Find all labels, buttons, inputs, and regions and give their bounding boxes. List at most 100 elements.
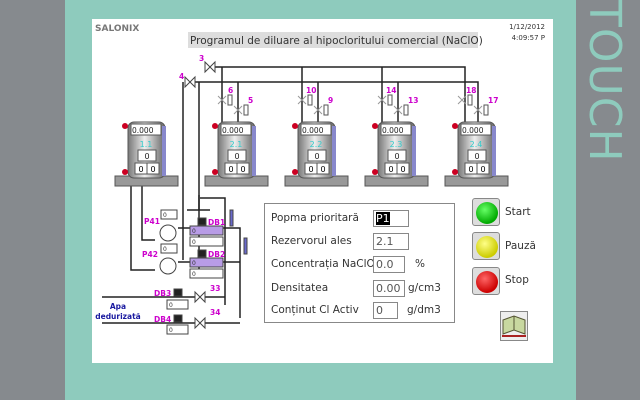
tank-value: 0 bbox=[394, 152, 399, 161]
density-input[interactable]: 0.00 bbox=[373, 280, 405, 297]
water-label: dedurizată bbox=[95, 312, 141, 321]
pump-p41-value-box bbox=[160, 209, 178, 220]
tank-value-a: 0 bbox=[388, 165, 393, 174]
tank-id: 1.1 bbox=[140, 140, 153, 149]
selected-tank-input[interactable]: 2.1 bbox=[373, 233, 409, 250]
start-label: Start bbox=[505, 206, 531, 218]
tank-level: 0.000 bbox=[462, 126, 484, 135]
tank-level: 0.000 bbox=[222, 126, 244, 135]
pump-p42-value: 0 bbox=[163, 246, 167, 253]
tank-top-sensor-icon bbox=[452, 123, 458, 129]
tank-level-bar bbox=[162, 126, 166, 176]
tank-id: 2.3 bbox=[390, 140, 403, 149]
tank-value-a: 0 bbox=[138, 165, 143, 174]
meter-db4-label: DB4 bbox=[154, 315, 171, 324]
concentration-input[interactable]: 0.0 bbox=[373, 256, 405, 273]
tank-3[interactable]: 0.000 2.3 0 0 0 bbox=[364, 121, 429, 187]
pump-p42-label: P42 bbox=[142, 250, 158, 259]
valve-10-label: 10 bbox=[306, 86, 316, 95]
tank-inlet-valves[interactable] bbox=[457, 94, 489, 116]
tank-bottom-sensor-icon bbox=[372, 169, 378, 175]
tank-value: 0 bbox=[474, 152, 479, 161]
pump-p42-value-box bbox=[160, 243, 178, 254]
tank-bottom-sensor-icon bbox=[212, 169, 218, 175]
meter-db2-box2 bbox=[189, 268, 224, 279]
concentration-label: Concentrația NaClO bbox=[271, 258, 375, 270]
tank-0[interactable]: 0.000 1.1 0 0 0 bbox=[114, 121, 179, 187]
tank-id: 2.2 bbox=[310, 140, 323, 149]
valve-13-label: 13 bbox=[408, 96, 418, 105]
tank-level: 0.000 bbox=[132, 126, 154, 135]
tank-inlet-valves[interactable] bbox=[377, 94, 409, 116]
water-label: Apa bbox=[110, 302, 126, 311]
db4-value: 0 bbox=[169, 327, 173, 334]
db3-value: 0 bbox=[169, 302, 173, 309]
concentration-unit: % bbox=[415, 258, 425, 270]
db1-value-1: 0 bbox=[192, 228, 196, 235]
level-indicator bbox=[229, 209, 234, 227]
pump-p41-label: P41 bbox=[144, 217, 160, 226]
pause-label: Pauză bbox=[505, 240, 536, 252]
active-cl-input[interactable]: 0 bbox=[373, 302, 398, 319]
tank-level: 0.000 bbox=[382, 126, 404, 135]
tank-id: 2.4 bbox=[470, 140, 483, 149]
title-bar bbox=[188, 32, 478, 48]
tank-4[interactable]: 0.000 2.4 0 0 0 bbox=[444, 121, 509, 187]
meter-db1-label: DB1 bbox=[208, 218, 225, 227]
yellow-light-icon bbox=[476, 236, 498, 258]
priority-pump-input[interactable]: P1 bbox=[376, 212, 390, 225]
bezel-brand-text: TOUCH bbox=[579, 0, 630, 163]
red-light-icon bbox=[476, 271, 498, 293]
valve-6-label: 6 bbox=[228, 86, 233, 95]
active-cl-label: Conținut Cl Activ bbox=[271, 304, 359, 316]
valve-14-label: 14 bbox=[386, 86, 396, 95]
tank-value-b: 0 bbox=[150, 165, 155, 174]
tank-value-a: 0 bbox=[228, 165, 233, 174]
density-label: Densitatea bbox=[271, 282, 329, 294]
density-unit: g/cm3 bbox=[408, 282, 441, 294]
db1-value-2: 0 bbox=[192, 239, 196, 246]
valve-18-label: 18 bbox=[466, 86, 476, 95]
valve-33[interactable] bbox=[194, 290, 206, 304]
tank-value-a: 0 bbox=[308, 165, 313, 174]
valve-34[interactable] bbox=[194, 316, 206, 330]
tank-bottom-sensor-icon bbox=[122, 169, 128, 175]
valve-9-label: 9 bbox=[328, 96, 333, 105]
tank-value-b: 0 bbox=[400, 165, 405, 174]
tank-value-b: 0 bbox=[320, 165, 325, 174]
tank-2[interactable]: 0.000 2.2 0 0 0 bbox=[284, 121, 349, 187]
level-indicator bbox=[243, 237, 248, 255]
active-cl-unit: g/dm3 bbox=[407, 304, 441, 316]
tank-top-sensor-icon bbox=[372, 123, 378, 129]
page-title: Programul de diluare al hipocloritului c… bbox=[190, 35, 483, 47]
time: 4:09:57 P bbox=[512, 34, 545, 42]
manual-button[interactable] bbox=[500, 311, 528, 341]
pump-p41[interactable] bbox=[159, 224, 177, 242]
meter-db2-icon bbox=[197, 249, 207, 258]
meter-db3-icon bbox=[173, 288, 183, 297]
db2-value-1: 0 bbox=[192, 260, 196, 267]
tank-level-bar bbox=[412, 126, 416, 176]
tank-value-a: 0 bbox=[468, 165, 473, 174]
valve-33-label: 33 bbox=[210, 284, 220, 293]
valve-4[interactable] bbox=[184, 75, 196, 89]
meter-db4-icon bbox=[173, 314, 183, 323]
start-button[interactable] bbox=[472, 198, 500, 226]
tank-bottom-sensor-icon bbox=[292, 169, 298, 175]
tank-value-b: 0 bbox=[480, 165, 485, 174]
tank-value-b: 0 bbox=[240, 165, 245, 174]
pump-p42[interactable] bbox=[159, 257, 177, 275]
date: 1/12/2012 bbox=[509, 23, 545, 31]
tank-top-sensor-icon bbox=[122, 123, 128, 129]
tank-1[interactable]: 0.000 2.1 0 0 0 bbox=[204, 121, 269, 187]
selected-tank-label: Rezervorul ales bbox=[271, 235, 352, 247]
tank-inlet-valves[interactable] bbox=[297, 94, 329, 116]
valve-3[interactable] bbox=[204, 60, 216, 74]
valve-17-label: 17 bbox=[488, 96, 498, 105]
pause-button[interactable] bbox=[472, 232, 500, 260]
stop-button[interactable] bbox=[472, 267, 500, 295]
tank-inlet-valves[interactable] bbox=[217, 94, 249, 116]
green-light-icon bbox=[476, 202, 498, 224]
priority-pump-label: Popma prioritară bbox=[271, 212, 359, 224]
